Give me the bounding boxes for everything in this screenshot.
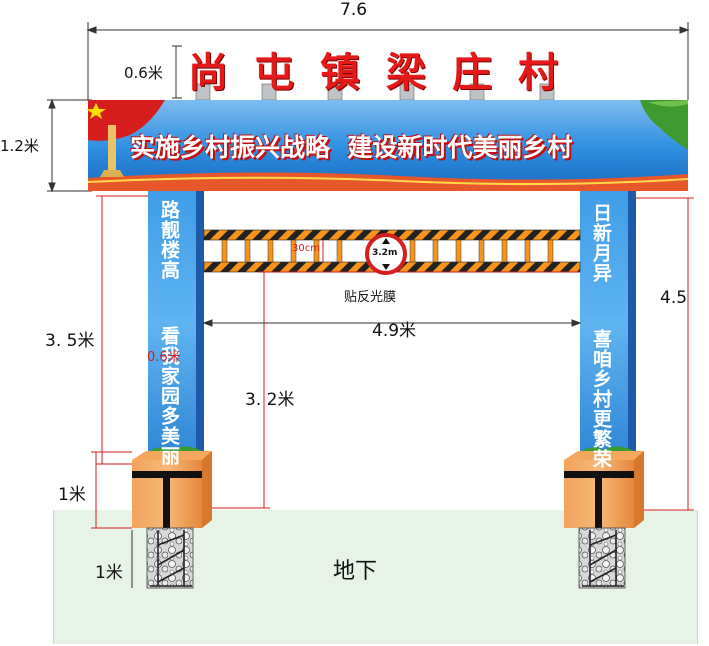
red-flag-icon <box>88 100 165 141</box>
base-height-dimension <box>91 451 132 529</box>
right-pillar-dimension <box>636 197 694 511</box>
title-height-dimension <box>172 45 182 99</box>
reflective-film-label: 贴反光膜 <box>344 290 397 305</box>
banner-slogan: 实施乡村振兴战略 建设新时代美丽乡村 <box>130 133 573 162</box>
height-limit-sign-icon <box>365 233 407 275</box>
span-width-label: 4.9米 <box>372 321 417 341</box>
clearance-dimension <box>212 271 580 509</box>
right-pillar-height-label: 4.5 <box>660 288 688 308</box>
left-pillar-text: 路靓楼高 看我家园多美丽 <box>158 200 180 466</box>
left-pillar <box>148 191 204 460</box>
right-foundation <box>578 527 626 589</box>
height-limit-sign-text: 3.2m <box>372 248 398 258</box>
title-height-label: 0.6米 <box>124 64 163 82</box>
total-width-dimension <box>86 22 690 100</box>
monument-icon <box>108 125 116 177</box>
span-width-dimension <box>202 319 582 327</box>
height-limit-frame <box>203 229 581 275</box>
right-pillar-text: 日新月异 喜咱乡村更繁荣 <box>590 203 612 469</box>
left-foundation <box>146 527 194 589</box>
pillar-width-label: 0.6米 <box>147 350 181 365</box>
beam-spacing-label: 30cm <box>292 243 320 254</box>
right-base <box>564 451 644 528</box>
ground-label: 地下 <box>333 559 378 584</box>
banner-height-dimension <box>47 98 92 193</box>
village-title: 尚屯镇梁庄村 <box>188 50 584 96</box>
banner-height-label: 1.2米 <box>0 137 39 155</box>
tree-icon <box>640 100 688 150</box>
underground-depth-label: 1米 <box>95 563 123 583</box>
banner-board <box>86 100 689 191</box>
left-pillar-height-label: 3. 5米 <box>45 331 95 351</box>
base-height-label: 1米 <box>58 485 86 505</box>
left-pillar-dimension <box>96 195 148 465</box>
total-width-label: 7.6 <box>340 0 368 20</box>
clearance-height-label: 3. 2米 <box>245 390 295 410</box>
title-supports <box>195 83 555 101</box>
left-base <box>132 451 212 528</box>
